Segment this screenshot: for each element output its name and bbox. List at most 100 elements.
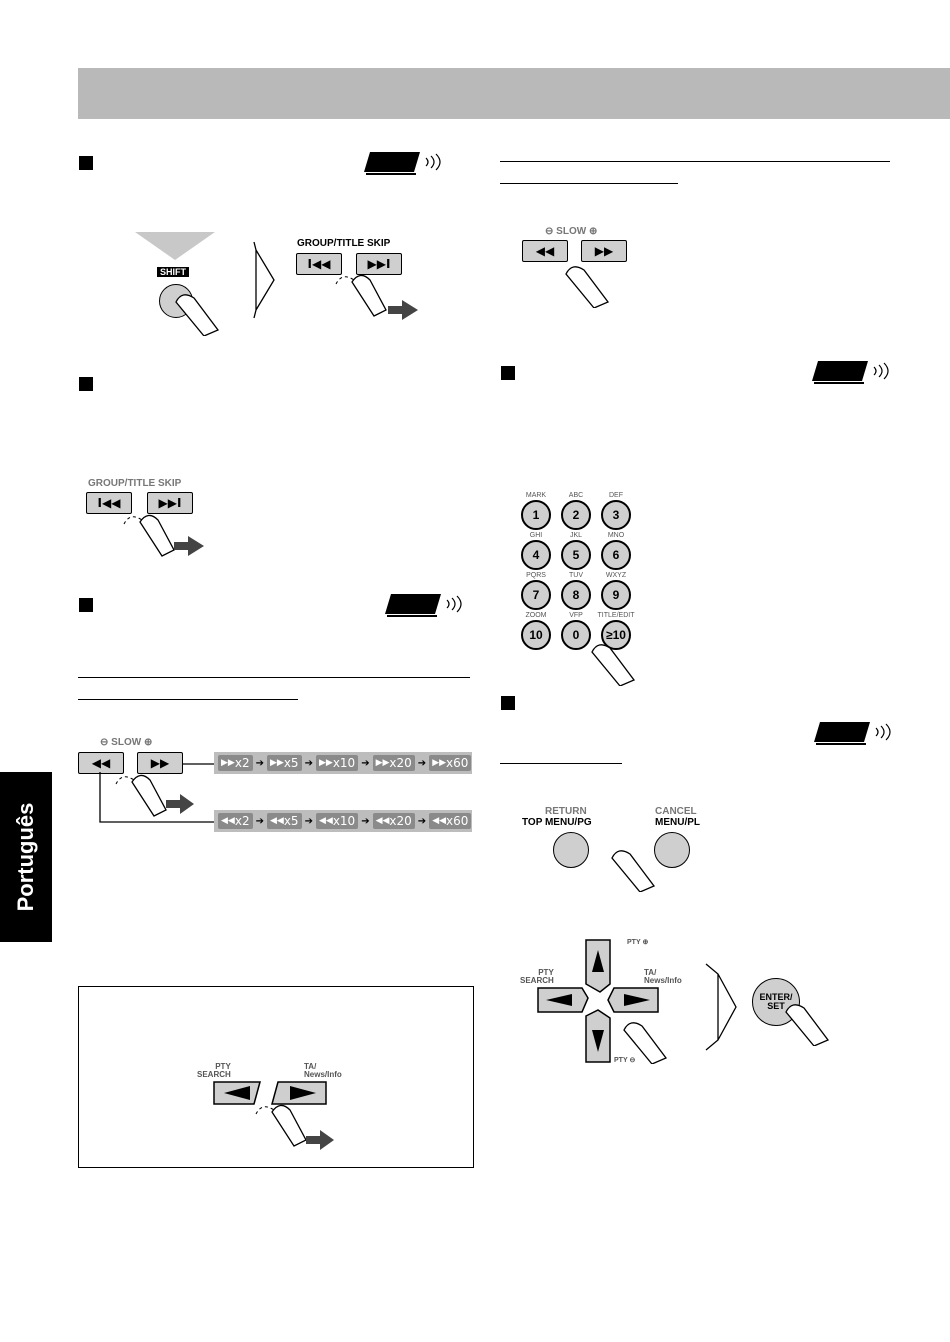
keypad-button-0[interactable]: 0 <box>561 620 591 650</box>
speed-value: x20 <box>389 756 412 770</box>
forward-icon: ▶▶ <box>375 758 390 768</box>
keypad-button-9[interactable]: 9 <box>601 580 631 610</box>
ta-news-label: TA/ News/Info <box>644 968 682 985</box>
shift-label: SHIFT <box>157 267 189 277</box>
divider <box>500 183 678 184</box>
keypad-button-2[interactable]: 2 <box>561 500 591 530</box>
speed-arrow-icon: ➔ <box>304 815 313 827</box>
header-band <box>78 68 950 119</box>
pty-search-label: PTY SEARCH <box>520 968 554 985</box>
prev-skip-button[interactable]: I◀◀ <box>296 253 342 275</box>
forward-icon: ▶▶ <box>432 758 447 768</box>
reverse-speed-chip: ◀◀x20 <box>372 813 415 829</box>
pty-minus-text: PTY <box>614 1057 628 1064</box>
return-label: RETURN <box>545 806 587 817</box>
section-bullet <box>501 366 515 380</box>
speed-arrow-icon: ➔ <box>255 757 264 769</box>
keypad-button-1[interactable]: 1 <box>521 500 551 530</box>
reverse-icon: ◀◀ <box>269 816 284 826</box>
divider <box>500 161 890 162</box>
enter-set-label: ENTER/ SET <box>759 991 793 1011</box>
keypad-key-group: TITLE/EDIT≥10 <box>596 612 636 650</box>
top-menu-label: TOP MENU/PG <box>522 817 592 828</box>
reverse-icon: ◀◀ <box>432 816 447 826</box>
finger-icon <box>175 294 220 336</box>
speed-arrow-icon: ➔ <box>304 757 313 769</box>
forward-speed-chip: ▶▶x20 <box>372 755 415 771</box>
rewind-button[interactable]: ◀◀ <box>78 752 124 774</box>
keypad-sub-label: MARK <box>525 492 547 499</box>
speed-arrow-icon: ➔ <box>255 815 264 827</box>
reverse-speed-chip: ◀◀x5 <box>266 813 302 829</box>
slow-text: SLOW <box>556 226 587 237</box>
fast-forward-button[interactable]: ▶▶ <box>581 240 627 262</box>
section-bullet <box>501 696 515 710</box>
speed-arrow-icon: ➔ <box>417 815 427 827</box>
speed-value: x10 <box>332 814 356 828</box>
keypad-sub-label: MNO <box>607 532 625 539</box>
next-skip-button[interactable]: ▶▶I <box>356 253 402 275</box>
forward-icon: ▶▶ <box>318 758 333 768</box>
divider <box>78 677 470 678</box>
cursor-pad[interactable] <box>536 936 662 1066</box>
left-right-buttons[interactable] <box>212 1078 332 1108</box>
keypad-button-10[interactable]: 10 <box>521 620 551 650</box>
language-tab-label: Português <box>13 802 38 912</box>
forward-icon: ▶▶ <box>221 758 235 768</box>
menu-pl-label: MENU/PL <box>655 817 700 828</box>
speed-value: x60 <box>446 756 469 770</box>
forward-speed-chip: ▶▶x60 <box>429 755 472 771</box>
cancel-label: CANCEL <box>655 806 697 817</box>
keypad-button-5[interactable]: 5 <box>561 540 591 570</box>
keypad-sub-label: ABC <box>568 492 584 499</box>
keypad-button-3[interactable]: 3 <box>601 500 631 530</box>
finger-icon <box>623 1022 668 1064</box>
forward-speed-chip: ▶▶x2 <box>218 755 253 771</box>
section-bullet <box>79 156 93 170</box>
fast-forward-button[interactable]: ▶▶ <box>137 752 183 774</box>
speed-value: x5 <box>283 814 299 828</box>
next-skip-button[interactable]: ▶▶I <box>147 492 193 514</box>
reverse-speed-chip: ◀◀x60 <box>429 813 472 829</box>
speed-value: x2 <box>234 814 250 828</box>
pty-minus-label: PTY ⊖ <box>614 1057 636 1064</box>
remote-control-icon <box>385 594 462 617</box>
divider <box>500 763 622 764</box>
keypad-button-4[interactable]: 4 <box>521 540 551 570</box>
keypad-sub-label: TITLE/EDIT <box>597 612 635 619</box>
finger-icon <box>565 266 610 308</box>
keypad-sub-label: DEF <box>609 492 623 499</box>
keypad-sub-label: GHI <box>529 532 543 539</box>
section-bullet <box>79 377 93 391</box>
keypad-button-7[interactable]: 7 <box>521 580 551 610</box>
menu-pl-button[interactable] <box>654 832 690 868</box>
forward-icon: ▶▶ <box>269 758 284 768</box>
remote-control-icon <box>364 152 441 175</box>
speed-arrow-icon: ➔ <box>361 757 370 769</box>
prev-skip-button[interactable]: I◀◀ <box>86 492 132 514</box>
info-box <box>78 986 474 1168</box>
slow-label: ⊖ SLOW ⊕ <box>100 737 153 748</box>
top-menu-button[interactable] <box>553 832 589 868</box>
speed-arrow-icon: ➔ <box>361 815 370 827</box>
keypad-sub-label: TUV <box>569 572 583 579</box>
rewind-button[interactable]: ◀◀ <box>522 240 568 262</box>
keypad-sub-label: JKL <box>569 532 583 539</box>
finger-icon <box>611 850 656 892</box>
speed-value: x60 <box>446 814 469 828</box>
keypad-button-≥10[interactable]: ≥10 <box>601 620 631 650</box>
chevron-right-icon <box>253 241 275 319</box>
pty-plus-label: PTY ⊕ <box>627 939 649 946</box>
reverse-speed-chip: ◀◀x10 <box>315 813 359 829</box>
keypad-button-6[interactable]: 6 <box>601 540 631 570</box>
keypad-button-8[interactable]: 8 <box>561 580 591 610</box>
press-hold-icon <box>335 274 418 320</box>
